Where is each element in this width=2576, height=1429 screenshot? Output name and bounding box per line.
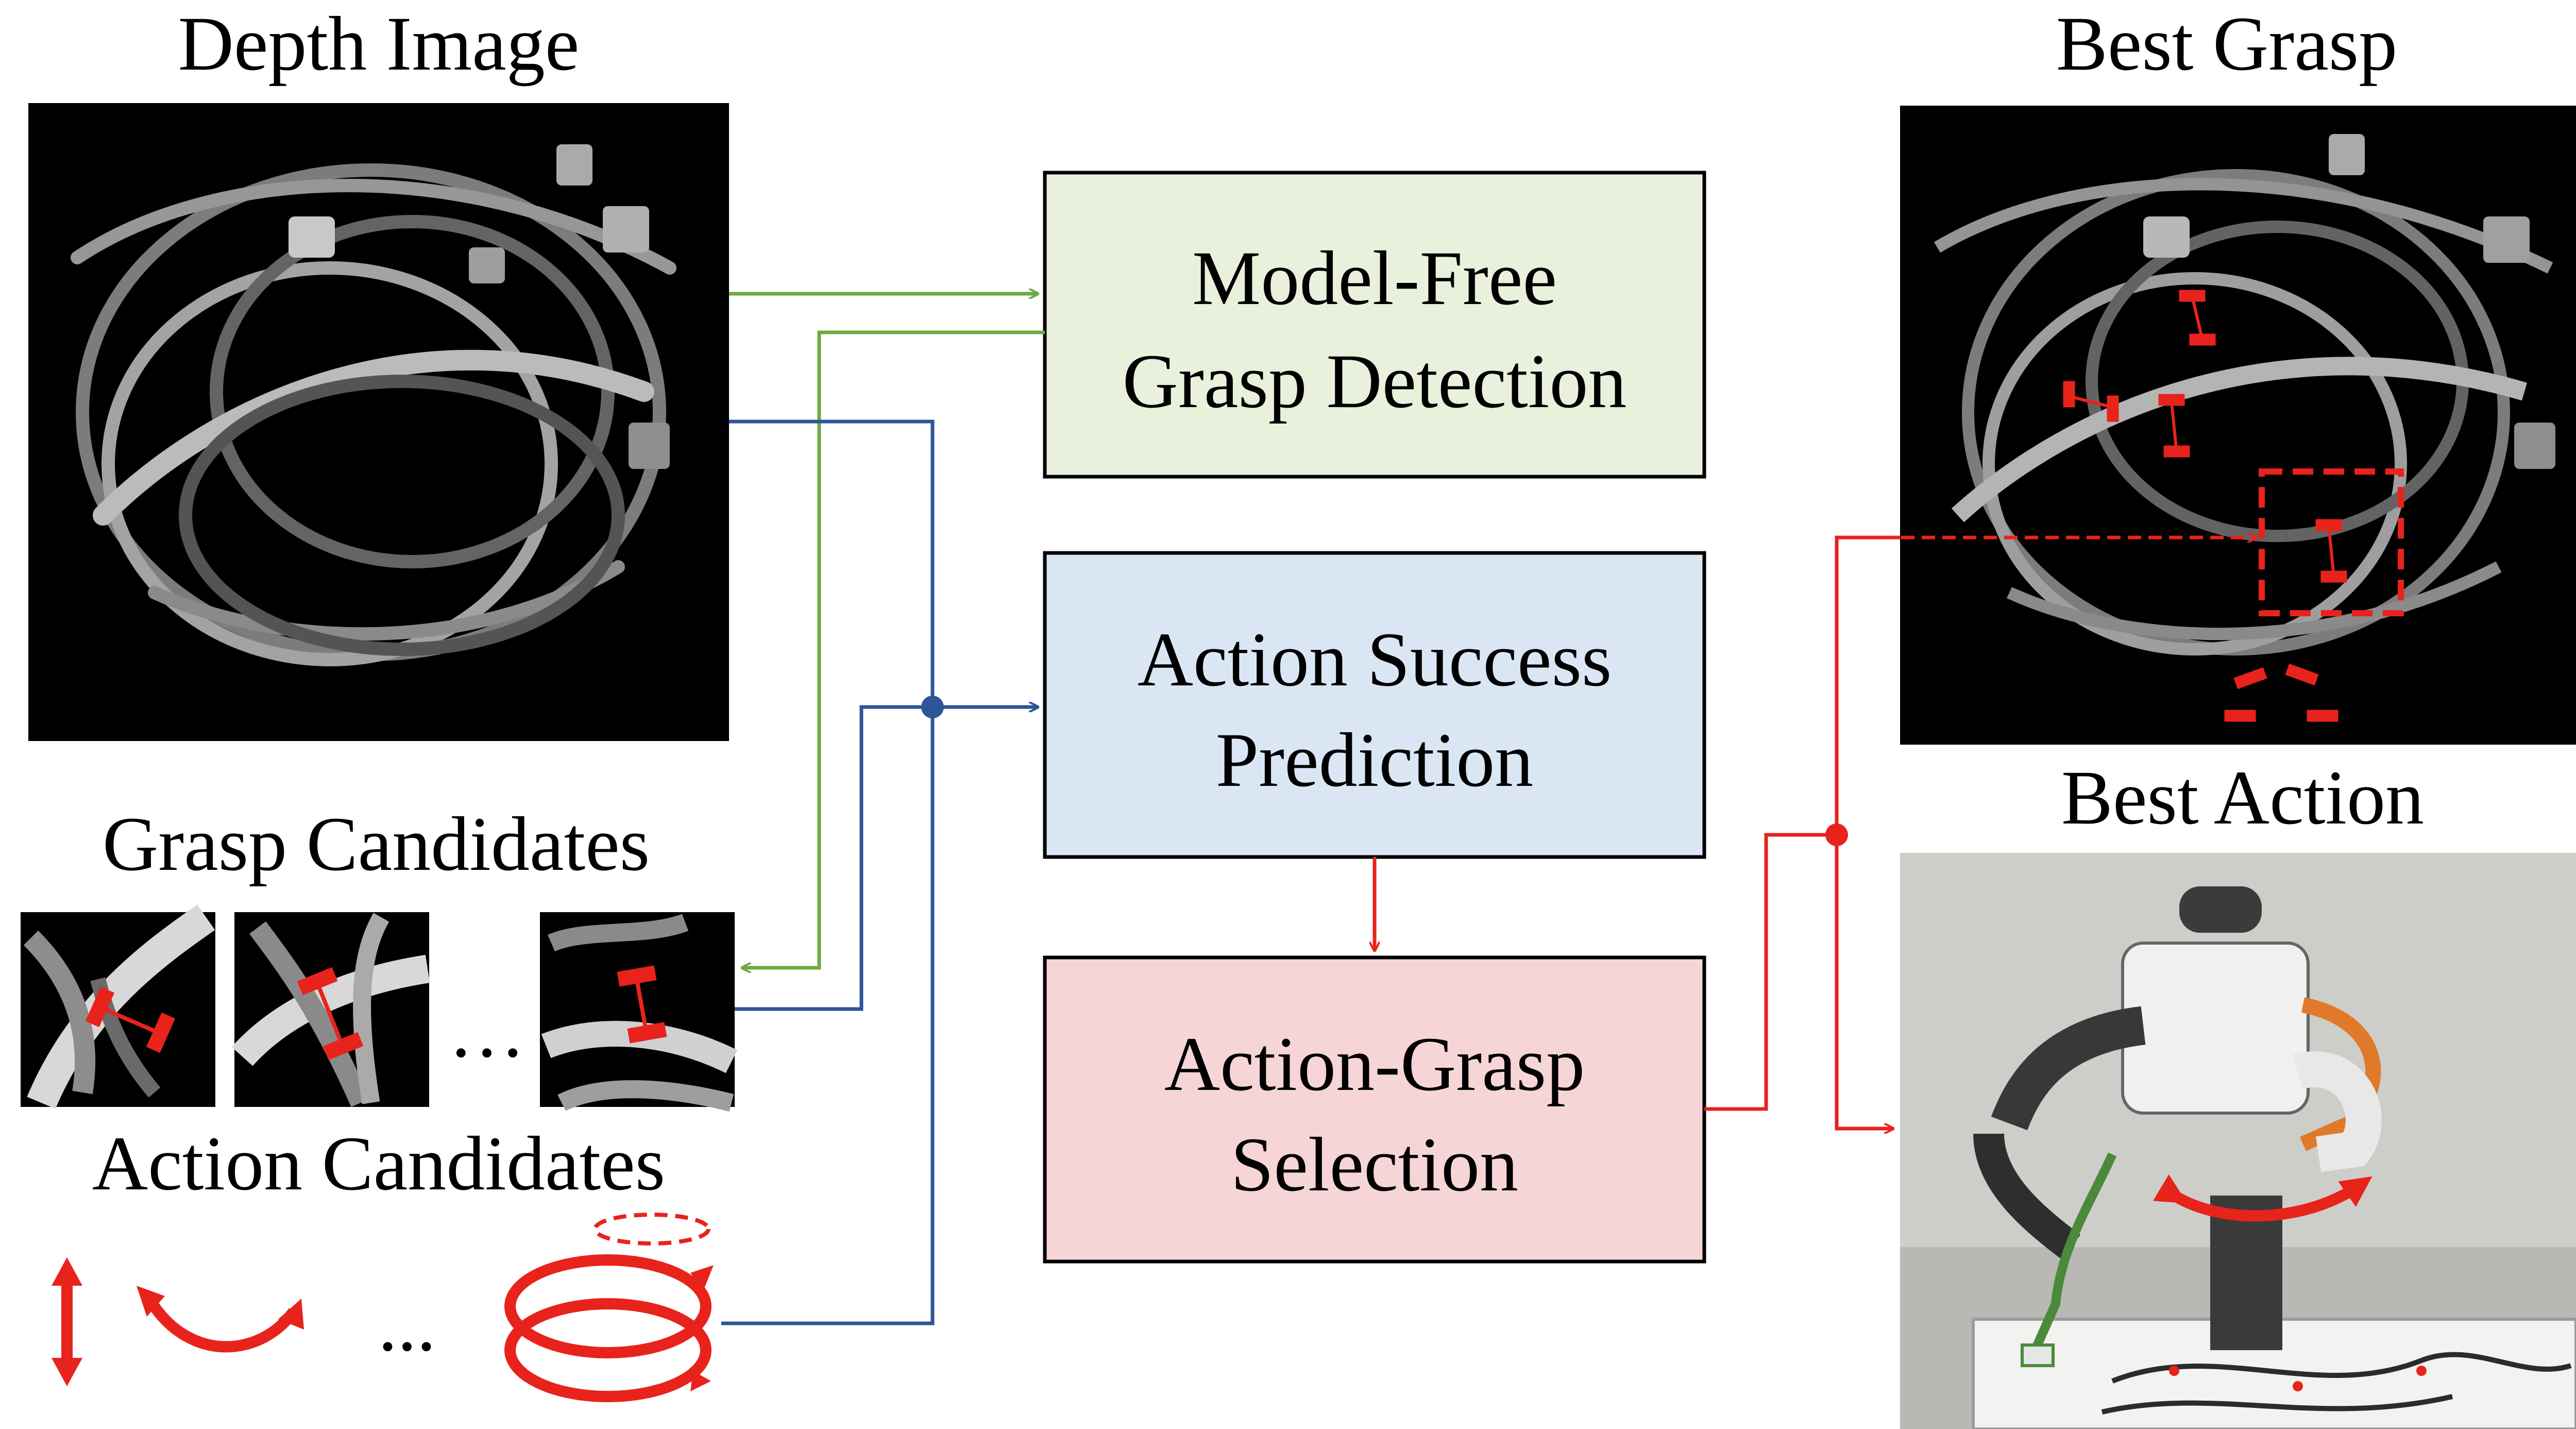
grasp-detection-line2: Grasp Detection xyxy=(1123,339,1627,424)
grasp-candidates-ellipsis: … xyxy=(448,988,526,1073)
action-success-box: Action Success Prediction xyxy=(1043,551,1706,859)
best-grasp-highlight xyxy=(2259,468,2404,616)
depth-image xyxy=(28,103,729,741)
best-grasp-image xyxy=(1900,106,2576,745)
action-success-line1: Action Success xyxy=(1138,617,1612,702)
action-grasp-box: Action-Grasp Selection xyxy=(1043,955,1706,1264)
action-success-line2: Prediction xyxy=(1216,717,1534,803)
selection-red-line xyxy=(1704,535,1901,1111)
grasp-candidate-thumb xyxy=(540,912,738,1112)
robot-head-camera xyxy=(2179,886,2262,933)
grasp-detection-to-candidates-arrow xyxy=(742,330,1045,968)
harness-pile xyxy=(2101,1352,2572,1415)
grasp-marker xyxy=(85,986,176,1053)
robot-left-arm xyxy=(1991,1006,2146,1131)
green-connectors xyxy=(729,294,1045,968)
blue-connectors xyxy=(721,419,1038,1325)
rotation-arrow-icon xyxy=(2153,1174,2372,1222)
action-candidates: ... xyxy=(52,1213,714,1402)
robot-right-arm xyxy=(2292,1051,2382,1172)
action-grasp-line2: Selection xyxy=(1231,1122,1518,1207)
grasp-marker xyxy=(297,967,364,1061)
grasp-detection-box: Model-Free Grasp Detection xyxy=(1043,171,1706,479)
selection-to-best-action-arrow xyxy=(1835,835,1893,1129)
grasp-marker xyxy=(617,965,667,1044)
depth-blue-line xyxy=(721,419,935,1325)
robot-body xyxy=(2121,942,2310,1115)
grasp-candidate-thumb xyxy=(21,904,215,1109)
red-connectors xyxy=(1375,535,1901,1129)
grasp-candidates-title: Grasp Candidates xyxy=(103,801,650,887)
grasp-candidate-thumb xyxy=(231,912,430,1107)
candidates-to-success-arrow xyxy=(735,707,1038,1011)
grasp-markers xyxy=(2063,290,2347,722)
best-action-photo xyxy=(1900,853,2576,1429)
blue-junction-dot xyxy=(921,696,944,718)
vertical-move-icon xyxy=(52,1257,82,1386)
grasp-detection-line1: Model-Free xyxy=(1192,236,1557,321)
best-action-title: Best Action xyxy=(2061,755,2424,840)
red-junction-dot xyxy=(1825,823,1848,846)
action-candidates-ellipsis: ... xyxy=(378,1282,436,1367)
action-grasp-line1: Action-Grasp xyxy=(1164,1021,1585,1107)
action-candidates-title: Action Candidates xyxy=(92,1121,665,1206)
rotate-arc-icon xyxy=(137,1286,304,1353)
best-grasp-title: Best Grasp xyxy=(2056,1,2397,87)
depth-image-title: Depth Image xyxy=(178,1,580,87)
grasp-candidates: … xyxy=(21,904,738,1112)
spiral-rotate-icon xyxy=(504,1213,714,1402)
grasped-harness xyxy=(2030,1152,2117,1352)
